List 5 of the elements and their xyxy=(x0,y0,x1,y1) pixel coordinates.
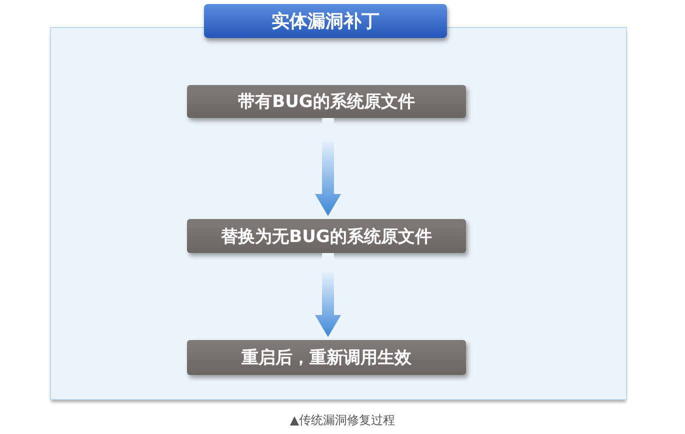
caption: ▲传统漏洞修复过程 xyxy=(288,412,396,429)
process-box: 替换为无BUG的系统原文件 xyxy=(187,219,466,253)
process-box: 重启后，重新调用生效 xyxy=(187,340,466,375)
process-box: 带有BUG的系统原文件 xyxy=(187,85,466,118)
title-banner: 实体漏洞补丁 xyxy=(204,4,447,38)
